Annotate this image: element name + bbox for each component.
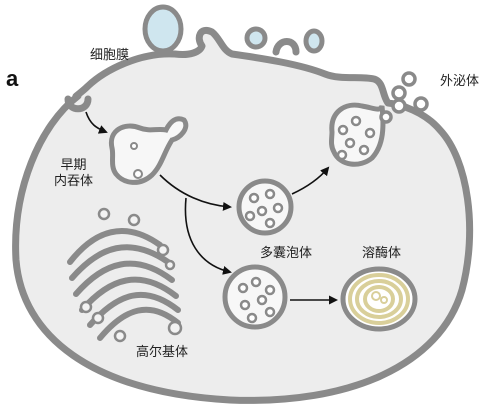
label-lysosome: 溶酶体	[362, 246, 402, 261]
panel-letter: a	[6, 66, 19, 91]
intraluminal-vesicle	[264, 306, 276, 318]
intraluminal-vesicle	[358, 144, 370, 156]
exosome	[379, 110, 393, 124]
intraluminal-vesicle	[246, 312, 258, 324]
label-golgi: 高尔基体	[136, 345, 189, 360]
fusing-multivesicular-body	[329, 102, 386, 167]
membrane-invagination	[64, 95, 92, 113]
intraluminal-vesicle	[237, 282, 249, 294]
intraluminal-vesicle	[264, 284, 276, 296]
early-endosome-shape	[108, 116, 189, 185]
intraluminal-vesicle	[250, 276, 262, 288]
lysosome-graphic	[340, 266, 418, 332]
exosome	[413, 96, 429, 112]
arrow-endosome-to-mvb	[159, 174, 232, 211]
intraluminal-vesicle	[264, 188, 276, 200]
intraluminal-vesicle	[264, 217, 276, 229]
intraluminal-vesicle	[344, 137, 356, 149]
exosome	[401, 71, 417, 87]
intraluminal-vesicle	[272, 202, 284, 214]
arrow-endosome-to-lower-mvb	[184, 197, 232, 275]
intraluminal-vesicle	[256, 294, 268, 306]
endosome-granule	[130, 142, 138, 150]
intraluminal-vesicle	[256, 205, 268, 217]
arrow-mvb-to-membrane	[291, 166, 330, 195]
vesicle-top-small	[303, 28, 325, 54]
membrane-bud	[272, 38, 300, 56]
vesicle-top-large	[142, 4, 184, 54]
label-early-endosome-line1: 早期	[60, 158, 87, 173]
intraluminal-vesicle	[248, 192, 260, 204]
intraluminal-vesicle	[336, 149, 348, 161]
label-multivesicular-body: 多囊泡体	[260, 246, 313, 261]
intraluminal-vesicle	[350, 115, 362, 127]
golgi-apparatus	[67, 207, 183, 343]
arrow-membrane-to-endosome	[85, 111, 108, 134]
exosome	[391, 85, 407, 101]
label-cell-membrane: 细胞膜	[90, 48, 130, 63]
label-exosome: 外泌体	[440, 74, 480, 89]
endosome-granule	[133, 169, 143, 179]
exosome	[391, 98, 407, 114]
label-early-endosome: 早期 内吞体	[54, 158, 93, 190]
intraluminal-vesicle	[364, 127, 376, 139]
vesicle-top-mid	[244, 26, 268, 50]
intraluminal-vesicle	[244, 210, 256, 222]
intraluminal-vesicle	[239, 299, 251, 311]
intraluminal-vesicle	[337, 124, 349, 136]
label-early-endosome-line2: 内吞体	[54, 174, 94, 189]
